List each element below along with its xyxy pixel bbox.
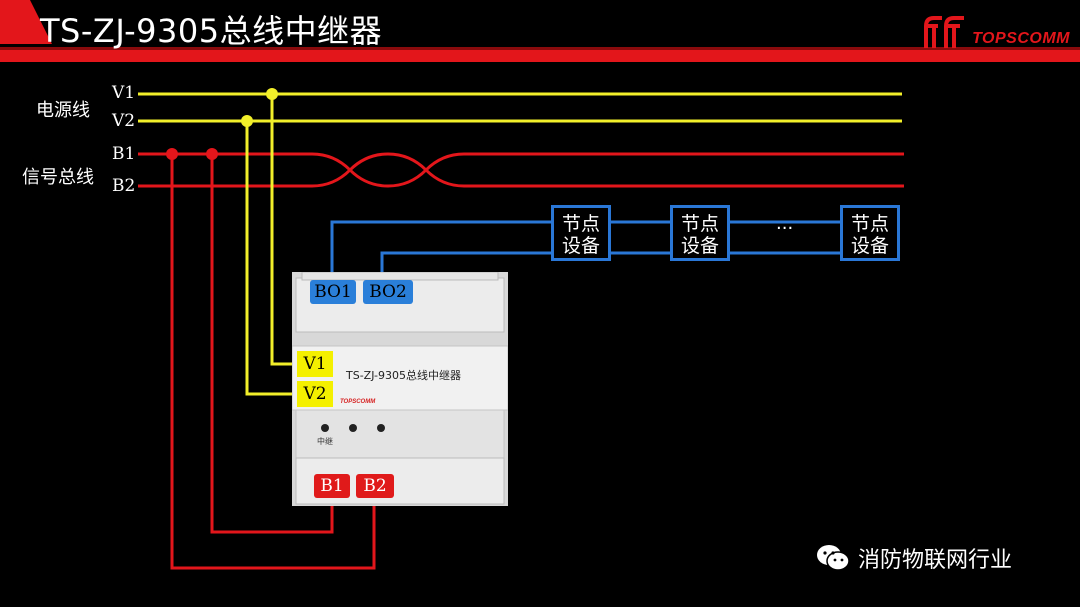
b1-signal-line [138,152,904,188]
node-device-text: 设备 [850,235,889,257]
b2-terminal: B2 [356,474,394,498]
header-background [0,0,1080,62]
page-title: TS-ZJ-9305总线中继器 [40,12,383,50]
b1-drop-wire [210,154,334,534]
v1-label: V1 [112,83,136,103]
node-device-text: 节点 [561,213,600,235]
v2-drop-wire [245,121,296,396]
wechat-icon [817,545,850,571]
watermark-text: 消防物联网行业 [858,548,1013,573]
bo2-output-wire [380,251,551,280]
node-device-2: 节点 设备 [670,205,730,261]
b2-drop-wire [170,154,376,570]
bo1-output-wire [330,220,551,280]
brand-logo: TOPSCOMM [922,12,1070,52]
bo2-terminal: BO2 [363,280,413,304]
b2-label: B2 [112,176,136,196]
node-device-text: 节点 [850,213,889,235]
header: TS-ZJ-9305总线中继器 TOPSCOMM [0,0,1080,62]
node-device-text: 设备 [680,235,719,257]
b2-signal-line [138,152,904,188]
topscomm-logo-icon [924,16,965,48]
b1-label: B1 [112,144,136,164]
node-device-text: 节点 [680,213,719,235]
more-devices-ellipsis: ··· [776,218,794,239]
b1-terminal: B1 [314,474,350,498]
v2-terminal: V2 [297,381,333,407]
device-brand-label: TOPSCOMM [340,399,376,405]
v1-drop-wire [270,94,296,366]
v1-terminal: V1 [297,351,333,377]
power-line-label: 电源线 [36,100,90,121]
device-model-label: TS-ZJ-9305总线中继器 [346,369,462,382]
device-led-label: 中继 [317,437,333,446]
signal-bus-label: 信号总线 [22,167,94,188]
node-device-3: 节点 设备 [840,205,900,261]
v2-label: V2 [112,111,136,131]
node-device-text: 设备 [561,235,600,257]
bo1-terminal: BO1 [310,280,356,304]
node-device-1: 节点 设备 [551,205,611,261]
watermark: 消防物联网行业 [816,542,1012,574]
brand-name: TOPSCOMM [972,30,1070,47]
